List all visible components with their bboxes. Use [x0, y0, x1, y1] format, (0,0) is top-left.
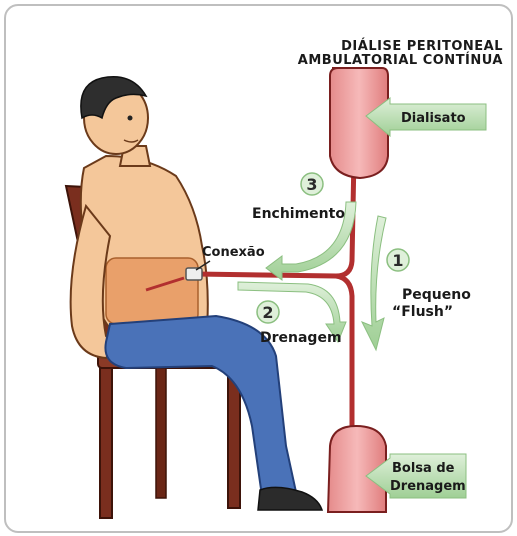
dialysis-illustration: DIÁLISE PERITONEAL AMBULATORIAL CONTÍNUA — [6, 6, 511, 531]
step-1-text-1: Pequeno — [402, 287, 471, 303]
connector — [186, 268, 202, 280]
step-1-number: 1 — [392, 251, 403, 270]
step-2-badge: 2 — [257, 301, 279, 323]
step-1-badge: 1 — [387, 249, 409, 271]
step-2-number: 2 — [262, 303, 273, 322]
title-line-2: AMBULATORIAL CONTÍNUA — [298, 52, 503, 68]
step-2-text: Drenagem — [260, 330, 342, 346]
bolsa-text-1: Bolsa de — [392, 461, 455, 476]
conexao-text: Conexão — [202, 245, 265, 260]
bolsa-text-2: Drenagem — [390, 479, 466, 494]
step-1-text-2: “Flush” — [392, 304, 453, 320]
title-line-1: DIÁLISE PERITONEAL — [341, 38, 503, 54]
illustration-frame: DIÁLISE PERITONEAL AMBULATORIAL CONTÍNUA — [4, 4, 513, 533]
dialisato-text: Dialisato — [401, 111, 466, 126]
step-3-number: 3 — [306, 175, 317, 194]
step-1-arrow — [362, 216, 386, 350]
step-3-badge: 3 — [301, 173, 323, 195]
dialisato-label: Dialisato — [366, 98, 486, 136]
step-3-text: Enchimento — [252, 206, 345, 222]
